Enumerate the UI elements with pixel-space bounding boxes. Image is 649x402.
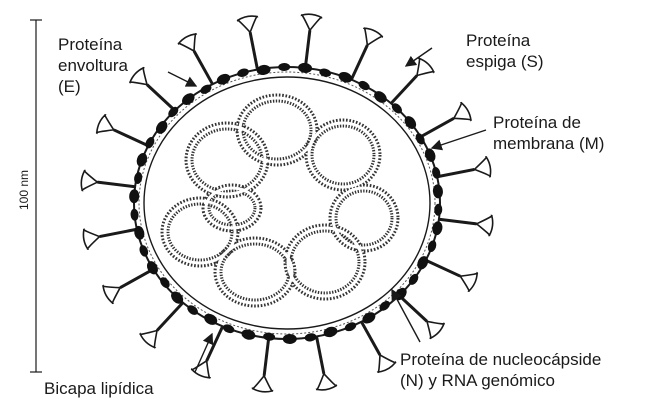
spike — [439, 216, 493, 236]
spike — [253, 338, 273, 392]
spike — [81, 171, 135, 191]
spike — [361, 322, 395, 372]
scale-label: 100 nm — [17, 170, 31, 210]
label-nucleocapsid: Proteína de nucleocápside (N) y RNA genó… — [400, 349, 601, 391]
spike — [421, 103, 471, 137]
spike — [351, 28, 382, 80]
spike — [317, 336, 337, 389]
pointer-membrane — [432, 130, 486, 148]
spike — [178, 34, 212, 84]
spike — [437, 157, 490, 177]
label-envelope-protein: Proteína envoltura (E) — [58, 34, 128, 97]
spike — [130, 68, 175, 111]
scale-bar — [30, 20, 42, 372]
spike — [238, 16, 258, 69]
spike — [302, 14, 322, 68]
pointer-nucleocapsid — [392, 290, 420, 342]
pointer-envelope — [168, 72, 196, 86]
spike — [97, 115, 149, 146]
spike — [103, 269, 153, 303]
spike — [140, 303, 183, 348]
label-spike-protein: Proteína espiga (S) — [466, 30, 543, 72]
label-membrane-protein: Proteína de membrana (M) — [493, 112, 604, 154]
label-lipid-bilayer: Bicapa lipídica — [44, 378, 154, 399]
spike — [391, 58, 434, 103]
spike — [83, 229, 136, 249]
spike — [426, 260, 478, 291]
